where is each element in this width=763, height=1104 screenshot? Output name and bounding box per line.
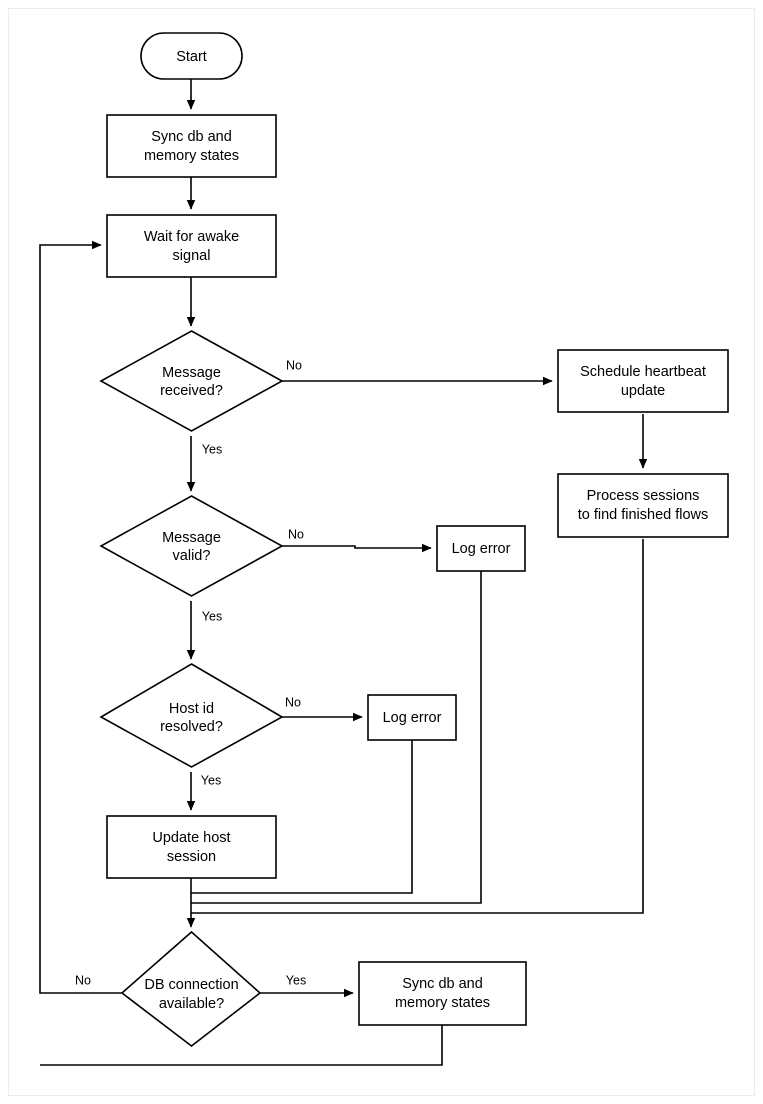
- host-id-label-line2: resolved?: [160, 719, 223, 735]
- node-start[interactable]: Start: [140, 32, 243, 80]
- sync-db-top-label-line1: Sync db and: [151, 129, 232, 145]
- message-valid-label-line1: Message: [162, 530, 221, 546]
- message-received-label-line2: received?: [160, 383, 223, 399]
- node-log-error-1[interactable]: Log error: [436, 525, 526, 572]
- node-message-valid-decision[interactable]: Message valid?: [99, 495, 284, 597]
- log-error-1-label: Log error: [452, 541, 511, 557]
- edge-log-error-1-to-merge: [191, 571, 482, 904]
- start-shape: [140, 32, 243, 80]
- schedule-heartbeat-label-line1: Schedule heartbeat: [580, 364, 706, 380]
- schedule-heartbeat-shape: [557, 349, 729, 413]
- node-db-connection-decision[interactable]: DB connection available?: [120, 930, 262, 1048]
- node-message-received-decision[interactable]: Message received?: [99, 330, 284, 432]
- update-host-shape: [106, 815, 277, 879]
- log-error-1-shape: [436, 525, 526, 572]
- node-wait-for-awake-signal[interactable]: Wait for awake signal: [106, 214, 277, 278]
- node-schedule-heartbeat-update[interactable]: Schedule heartbeat update: [557, 349, 729, 413]
- process-sessions-shape: [557, 473, 729, 538]
- node-update-host-session[interactable]: Update host session: [106, 815, 277, 879]
- wait-label-line2: signal: [173, 248, 211, 264]
- edge-label-host-id-yes: Yes: [201, 773, 221, 787]
- process-sessions-label-line2: to find finished flows: [578, 507, 709, 523]
- edge-label-message-valid-yes: Yes: [202, 609, 222, 623]
- message-received-label-line1: Message: [162, 365, 221, 381]
- wait-shape: [106, 214, 277, 278]
- edge-label-message-received-no: No: [286, 358, 302, 372]
- node-sync-db-bottom[interactable]: Sync db and memory states: [358, 961, 527, 1026]
- edge-process-sessions-to-merge: [191, 539, 644, 914]
- edge-log-error-2-to-merge: [191, 740, 413, 894]
- db-connection-label-line1: DB connection: [144, 977, 238, 993]
- db-connection-shape: [120, 930, 262, 1048]
- edge-sync-bottom-loopback: [40, 1025, 443, 1066]
- host-id-label-line1: Host id: [169, 701, 214, 717]
- sync-db-bottom-label-line1: Sync db and: [402, 976, 483, 992]
- node-host-id-resolved-decision[interactable]: Host id resolved?: [99, 663, 284, 768]
- log-error-2-shape: [367, 694, 457, 741]
- message-valid-shape: [99, 495, 284, 597]
- message-received-shape: [99, 330, 284, 432]
- node-log-error-2[interactable]: Log error: [367, 694, 457, 741]
- node-sync-db-top[interactable]: Sync db and memory states: [106, 114, 277, 178]
- sync-db-top-label-line2: memory states: [144, 148, 239, 164]
- schedule-heartbeat-label-line2: update: [621, 383, 665, 399]
- edges-layer: [39, 79, 648, 1066]
- db-connection-label-line2: available?: [159, 996, 224, 1012]
- start-label: Start: [176, 49, 207, 65]
- edge-label-message-received-yes: Yes: [202, 442, 222, 456]
- edge-label-db-connection-yes: Yes: [286, 973, 306, 987]
- update-host-label-line1: Update host: [152, 830, 230, 846]
- edge-labels-layer: No Yes No Yes No Yes Yes No: [75, 358, 306, 987]
- update-host-label-line2: session: [167, 849, 216, 865]
- edge-message-valid-no: [282, 543, 432, 553]
- sync-db-bottom-label-line2: memory states: [395, 995, 490, 1011]
- sync-db-top-shape: [106, 114, 277, 178]
- edge-label-message-valid-no: No: [288, 527, 304, 541]
- message-valid-label-line2: valid?: [173, 548, 211, 564]
- edge-label-db-connection-no: No: [75, 973, 91, 987]
- sync-db-bottom-shape: [358, 961, 527, 1026]
- wait-label-line1: Wait for awake: [144, 229, 239, 245]
- node-process-sessions[interactable]: Process sessions to find finished flows: [557, 473, 729, 538]
- log-error-2-label: Log error: [383, 710, 442, 726]
- edge-db-connection-no-loopback: [39, 240, 122, 994]
- process-sessions-label-line1: Process sessions: [587, 488, 700, 504]
- edge-label-host-id-no: No: [285, 695, 301, 709]
- host-id-shape: [99, 663, 284, 768]
